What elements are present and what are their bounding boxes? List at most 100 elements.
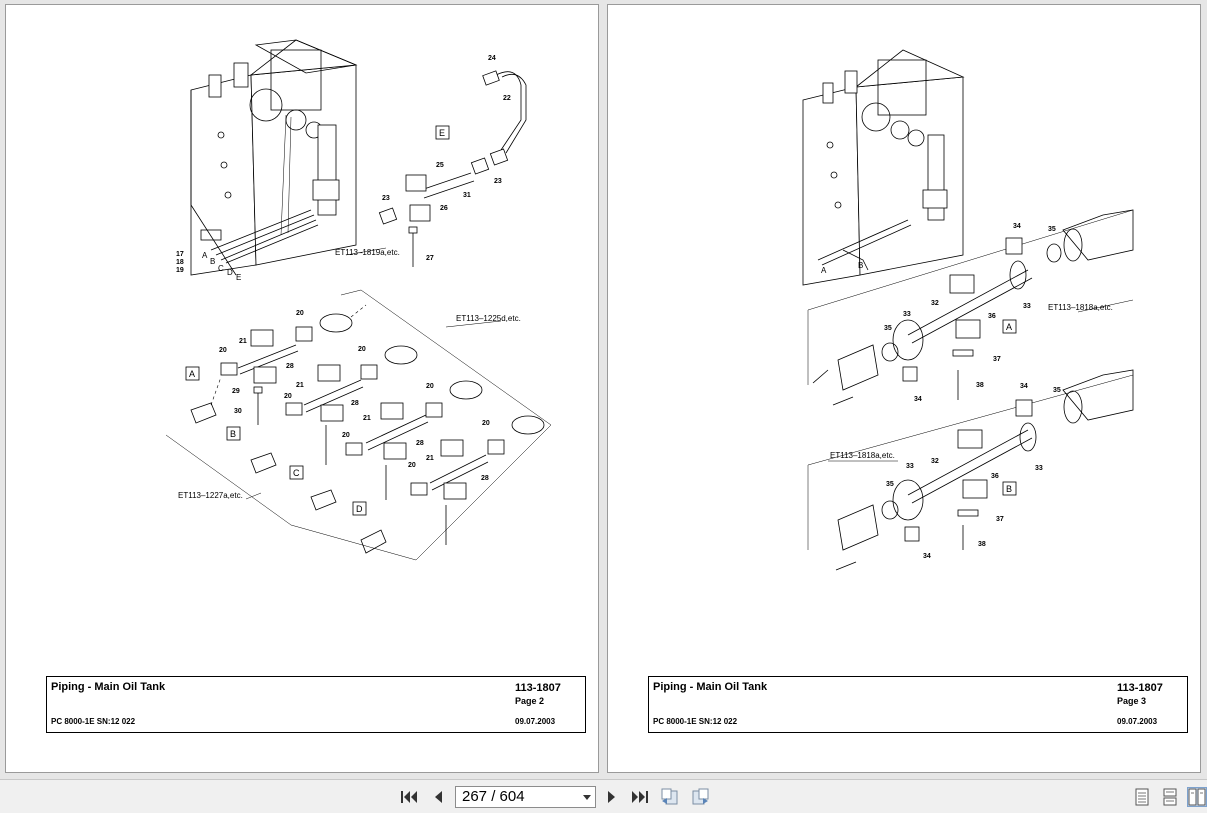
svg-text:37: 37 bbox=[993, 356, 1001, 363]
parts-diagram-page-2: 17 18 19 A B C D E bbox=[165, 39, 552, 561]
svg-text:C: C bbox=[218, 264, 224, 273]
parts-diagram-page-3: A B bbox=[802, 49, 1134, 571]
ref-label-a-right: ET113–1818a,etc. bbox=[1048, 303, 1113, 312]
svg-text:28: 28 bbox=[351, 400, 359, 407]
svg-text:32: 32 bbox=[931, 458, 939, 465]
ref-label-a: ET113–1225d,etc. bbox=[456, 314, 521, 323]
previous-view-button[interactable] bbox=[660, 787, 680, 807]
page-indicator: 267 / 604 bbox=[462, 788, 525, 805]
svg-text:23: 23 bbox=[382, 195, 390, 202]
svg-text:A: A bbox=[189, 369, 195, 379]
chevron-down-icon bbox=[583, 795, 591, 800]
svg-text:20: 20 bbox=[296, 310, 304, 317]
page-number-select[interactable]: 267 / 604 bbox=[455, 786, 596, 808]
previous-view-icon bbox=[661, 788, 678, 805]
drawing-date: 09.07.2003 bbox=[1117, 717, 1158, 726]
svg-text:20: 20 bbox=[219, 347, 227, 354]
svg-text:37: 37 bbox=[996, 516, 1004, 523]
ref-label-b-right: ET113–1818a,etc. bbox=[830, 451, 895, 460]
svg-text:20: 20 bbox=[358, 346, 366, 353]
page-label: Page 3 bbox=[1117, 696, 1147, 706]
svg-text:34: 34 bbox=[1013, 223, 1021, 230]
svg-text:32: 32 bbox=[931, 300, 939, 307]
document-page-right: A B bbox=[607, 4, 1201, 773]
document-number: 113-1807 bbox=[1117, 682, 1163, 694]
svg-text:C: C bbox=[293, 468, 300, 478]
svg-text:23: 23 bbox=[494, 178, 502, 185]
machine-model: PC 8000-1E SN:12 022 bbox=[653, 717, 738, 726]
svg-text:24: 24 bbox=[488, 55, 496, 62]
fittings-groups bbox=[190, 304, 545, 554]
svg-text:38: 38 bbox=[976, 382, 984, 389]
drawing-title: Piping - Main Oil Tank bbox=[653, 681, 768, 693]
svg-text:B: B bbox=[858, 261, 863, 270]
svg-text:17: 17 bbox=[176, 251, 184, 258]
next-page-icon bbox=[608, 791, 615, 803]
svg-text:B: B bbox=[210, 257, 215, 266]
svg-text:38: 38 bbox=[978, 541, 986, 548]
machine-model: PC 8000-1E SN:12 022 bbox=[51, 717, 136, 726]
svg-text:28: 28 bbox=[481, 475, 489, 482]
svg-text:33: 33 bbox=[903, 311, 911, 318]
document-number: 113-1807 bbox=[515, 682, 561, 694]
svg-text:26: 26 bbox=[440, 205, 448, 212]
facing-pages-icon bbox=[1188, 788, 1206, 806]
svg-text:36: 36 bbox=[991, 473, 999, 480]
svg-text:20: 20 bbox=[482, 420, 490, 427]
svg-text:34: 34 bbox=[1020, 383, 1028, 390]
svg-text:35: 35 bbox=[884, 325, 892, 332]
drawing-date: 09.07.2003 bbox=[515, 717, 556, 726]
svg-text:35: 35 bbox=[1053, 387, 1061, 394]
navigation-toolbar: 267 / 604 bbox=[0, 779, 1207, 813]
continuous-view-button[interactable] bbox=[1160, 787, 1180, 807]
svg-text:D: D bbox=[227, 268, 233, 277]
svg-text:20: 20 bbox=[408, 462, 416, 469]
svg-text:18: 18 bbox=[176, 259, 184, 266]
svg-text:19: 19 bbox=[176, 267, 184, 274]
page-label: Page 2 bbox=[515, 696, 545, 706]
view-e-parts bbox=[378, 70, 527, 267]
svg-text:21: 21 bbox=[426, 455, 434, 462]
svg-text:20: 20 bbox=[426, 383, 434, 390]
svg-text:E: E bbox=[236, 273, 241, 282]
svg-text:A: A bbox=[1006, 322, 1012, 332]
next-view-button[interactable] bbox=[690, 787, 710, 807]
svg-text:25: 25 bbox=[436, 162, 444, 169]
svg-text:B: B bbox=[230, 429, 236, 439]
next-view-icon bbox=[692, 788, 709, 805]
svg-text:21: 21 bbox=[239, 338, 247, 345]
ref-label-e: ET113–1819a,etc. bbox=[335, 248, 400, 257]
single-page-view-button[interactable] bbox=[1132, 787, 1152, 807]
svg-text:34: 34 bbox=[923, 553, 931, 560]
last-page-button[interactable] bbox=[630, 787, 650, 807]
svg-text:B: B bbox=[1006, 484, 1012, 494]
svg-text:A: A bbox=[821, 266, 827, 275]
svg-text:33: 33 bbox=[906, 463, 914, 470]
next-page-button[interactable] bbox=[602, 787, 622, 807]
continuous-page-icon bbox=[1163, 788, 1177, 806]
svg-text:28: 28 bbox=[416, 440, 424, 447]
first-page-icon bbox=[401, 791, 417, 803]
ref-label-b: ET113–1227a,etc. bbox=[178, 491, 243, 500]
single-page-icon bbox=[1135, 788, 1149, 806]
svg-text:31: 31 bbox=[463, 192, 471, 199]
drawing-title: Piping - Main Oil Tank bbox=[51, 681, 166, 693]
svg-text:27: 27 bbox=[426, 255, 434, 262]
svg-text:21: 21 bbox=[363, 415, 371, 422]
first-page-button[interactable] bbox=[399, 787, 419, 807]
svg-text:30: 30 bbox=[234, 408, 242, 415]
document-viewport[interactable]: 17 18 19 A B C D E bbox=[0, 0, 1207, 779]
svg-text:28: 28 bbox=[286, 363, 294, 370]
svg-text:29: 29 bbox=[232, 388, 240, 395]
title-block-page-3: Piping - Main Oil Tank 113-1807 Page 3 P… bbox=[648, 676, 1188, 733]
svg-text:20: 20 bbox=[342, 432, 350, 439]
svg-text:E: E bbox=[439, 128, 445, 138]
view-b-assembly bbox=[807, 369, 1134, 571]
last-page-icon bbox=[632, 791, 648, 803]
facing-pages-view-button[interactable] bbox=[1187, 787, 1207, 807]
svg-text:A: A bbox=[202, 251, 208, 260]
svg-text:33: 33 bbox=[1035, 465, 1043, 472]
previous-page-button[interactable] bbox=[428, 787, 448, 807]
document-page-left: 17 18 19 A B C D E bbox=[5, 4, 599, 773]
svg-text:36: 36 bbox=[988, 313, 996, 320]
